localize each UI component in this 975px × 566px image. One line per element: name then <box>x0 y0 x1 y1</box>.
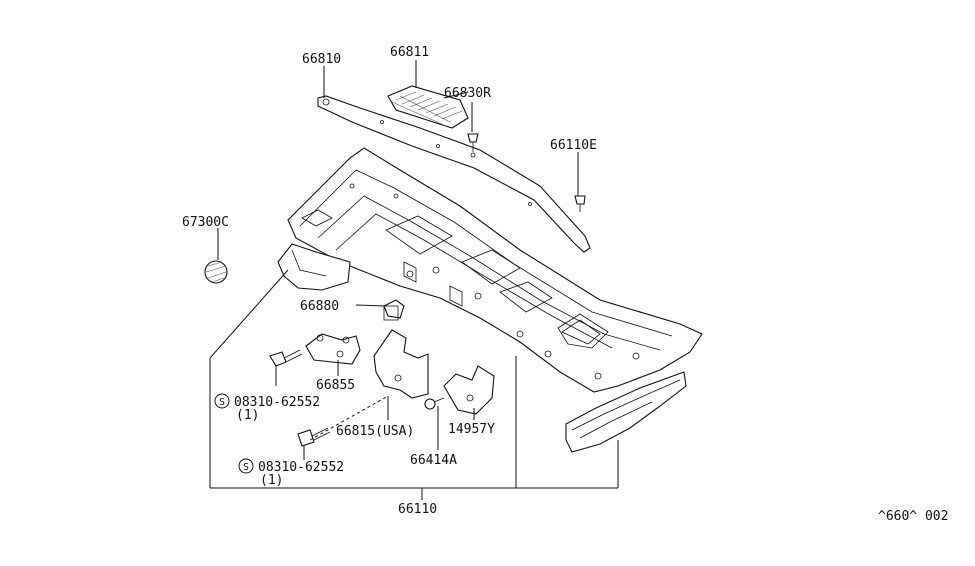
lower-cowl <box>565 371 687 453</box>
label-66414a: 66414A <box>410 453 457 468</box>
label-67300c: 67300C <box>182 215 229 230</box>
cowl-panel <box>287 147 703 393</box>
bolt-2 <box>297 427 331 447</box>
leader-lines <box>209 60 619 500</box>
side-bracket-left <box>277 243 351 291</box>
cowl-top-strip <box>317 95 591 253</box>
label-bolt-2-qty: (1) <box>260 473 283 488</box>
clip-66830r <box>467 133 479 158</box>
bracket-66855 <box>305 333 361 365</box>
s-mark-2-letter: S <box>243 462 249 473</box>
label-66810: 66810 <box>302 52 341 67</box>
bolt-1 <box>269 349 303 367</box>
bolt-66414a <box>424 397 445 410</box>
label-66880: 66880 <box>300 299 339 314</box>
bracket-66815 <box>373 305 429 399</box>
label-66830r: 66830R <box>444 86 491 101</box>
label-66815: 66815(USA) <box>336 424 414 439</box>
diagram-code: ^660^ 002 <box>878 509 948 524</box>
clip-66110e <box>574 195 586 212</box>
label-66110e: 66110E <box>550 138 597 153</box>
label-bolt-2-number: 08310-62552 <box>258 460 344 475</box>
s-mark-1 <box>214 393 230 409</box>
s-mark-2 <box>238 458 254 474</box>
plug-67300c <box>204 260 228 284</box>
label-bolt-1-number: 08310-62552 <box>234 395 320 410</box>
label-66110: 66110 <box>398 502 437 517</box>
label-bolt-1-qty: (1) <box>236 408 259 423</box>
label-66855: 66855 <box>316 378 355 393</box>
clip-66880 <box>383 299 405 319</box>
s-mark-1-letter: S <box>219 397 225 408</box>
label-14957y: 14957Y <box>448 422 495 437</box>
bracket-14957y <box>443 365 495 415</box>
label-66811: 66811 <box>390 45 429 60</box>
